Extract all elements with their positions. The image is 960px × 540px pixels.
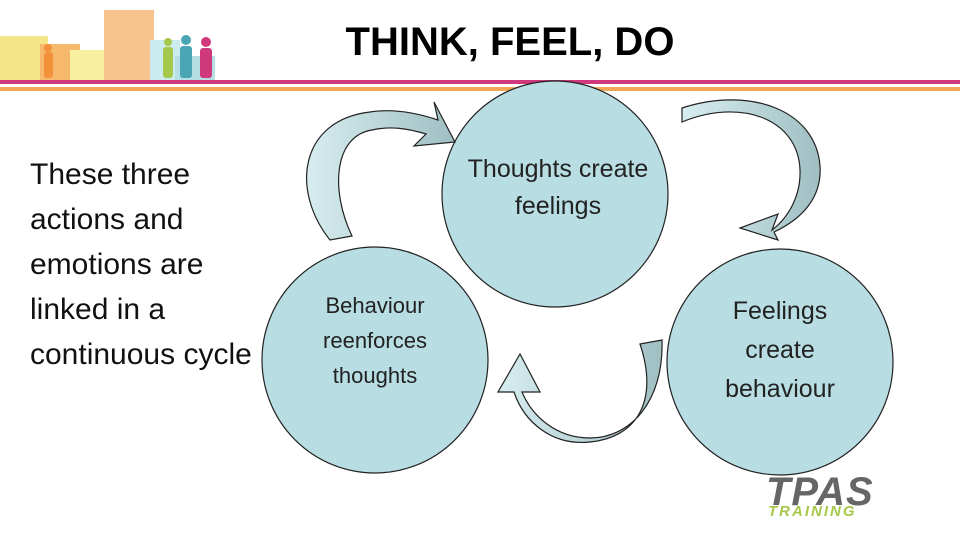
slide-body-text: These three actions and emotions are lin… — [30, 158, 252, 371]
behaviour-label: Behaviour reenforces thoughts — [323, 292, 427, 388]
cycle-arrow-behaviour-to-thoughts — [306, 101, 456, 241]
circle-thoughts — [441, 80, 669, 308]
cycle-arrow-thoughts-to-feelings — [681, 99, 821, 241]
feelings-label: Feelings create behaviour — [725, 296, 835, 403]
header-skyline-illustration — [0, 10, 215, 80]
header-rule-magenta — [0, 80, 960, 84]
header-rule-orange — [0, 87, 960, 91]
circle-behaviour — [261, 246, 489, 474]
slide-title: THINK, FEEL, DO — [345, 20, 675, 64]
tpas-logo-subtext: TRAINING — [768, 503, 857, 520]
circle-feelings — [666, 248, 894, 476]
thoughts-label: Thoughts create feelings — [467, 155, 649, 220]
cycle-arrow-feelings-to-behaviour — [496, 339, 663, 444]
tpas-logo-text: TPAS — [766, 470, 874, 514]
